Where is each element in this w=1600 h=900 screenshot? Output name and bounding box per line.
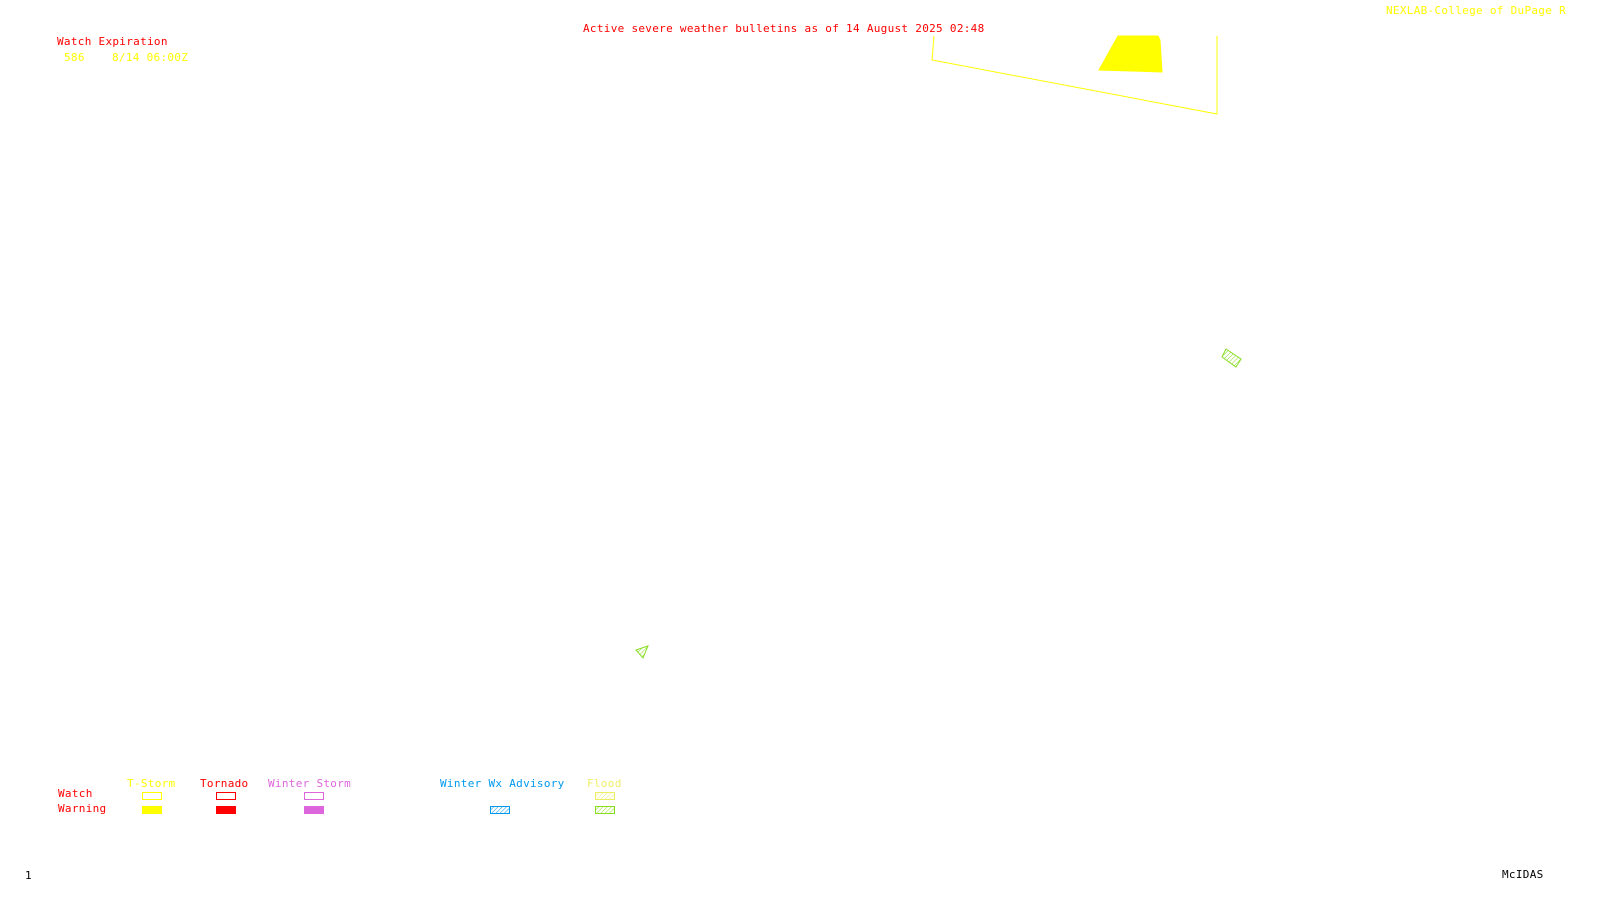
software-label: McIDAS bbox=[1502, 868, 1544, 881]
flood-warning-polygon bbox=[1221, 348, 1242, 368]
map-title: Active severe weather bulletins as of 14… bbox=[583, 22, 985, 35]
watch-expiration-heading: Watch Expiration bbox=[57, 35, 168, 48]
legend-label-winter-storm: Winter Storm bbox=[268, 777, 352, 790]
legend-swatch-winter-wx-advisory bbox=[490, 806, 510, 814]
tstorm-warning-polygon bbox=[1098, 35, 1163, 73]
watch-entry-id: 586 bbox=[64, 51, 85, 64]
legend-row-warning: Warning bbox=[58, 802, 107, 815]
frame-number: 1 bbox=[25, 869, 32, 882]
legend-label-winter-wx-advisory: Winter Wx Advisory bbox=[440, 777, 565, 790]
legend-row-watch: Watch bbox=[58, 787, 93, 800]
legend-swatch-tornado-warning bbox=[216, 806, 236, 814]
credit-text: NEXLAB-College of DuPage R bbox=[1386, 4, 1566, 17]
legend-label-tornado: Tornado bbox=[200, 777, 249, 790]
legend-swatch-tornado-watch bbox=[216, 792, 236, 800]
legend-label-tstorm: T-Storm bbox=[127, 777, 176, 790]
legend-swatch-tstorm-watch bbox=[142, 792, 162, 800]
legend-swatch-flood-warning bbox=[595, 806, 615, 814]
tstorm-watch-polygon bbox=[931, 35, 1218, 115]
legend-swatch-winter-storm-watch bbox=[304, 792, 324, 800]
legend-label-flood: Flood bbox=[587, 777, 622, 790]
legend-swatch-flood-watch bbox=[595, 792, 615, 800]
watch-entry-expiration: 8/14 06:00Z bbox=[112, 51, 189, 64]
legend-swatch-winter-storm-warning bbox=[304, 806, 324, 814]
legend-swatch-tstorm-warning bbox=[142, 806, 162, 814]
flood-warning-polygon bbox=[635, 645, 649, 659]
